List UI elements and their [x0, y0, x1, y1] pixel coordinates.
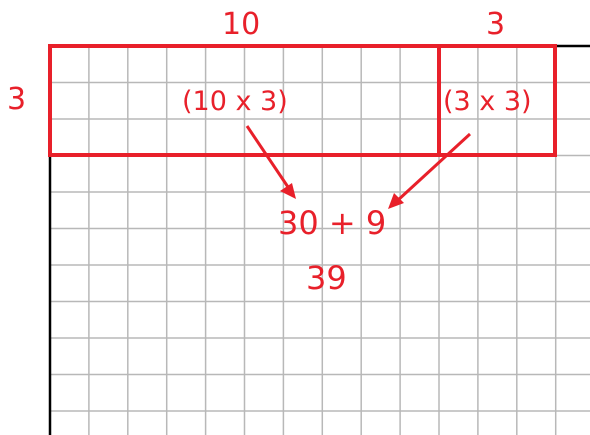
grid-lines	[50, 46, 590, 435]
ones-rectangle	[437, 44, 557, 157]
partial-product-ones: (3 x 3)	[443, 86, 532, 117]
top-tens-label: 10	[222, 7, 261, 42]
arrow-from-tens	[245, 125, 296, 199]
arrow-from-ones	[388, 132, 472, 209]
top-ones-label: 3	[486, 7, 506, 42]
sum-expression: 30 + 9	[278, 204, 387, 242]
side-multiplier-label: 3	[7, 82, 27, 117]
total-result: 39	[306, 259, 347, 297]
partial-product-tens: (10 x 3)	[182, 86, 288, 117]
